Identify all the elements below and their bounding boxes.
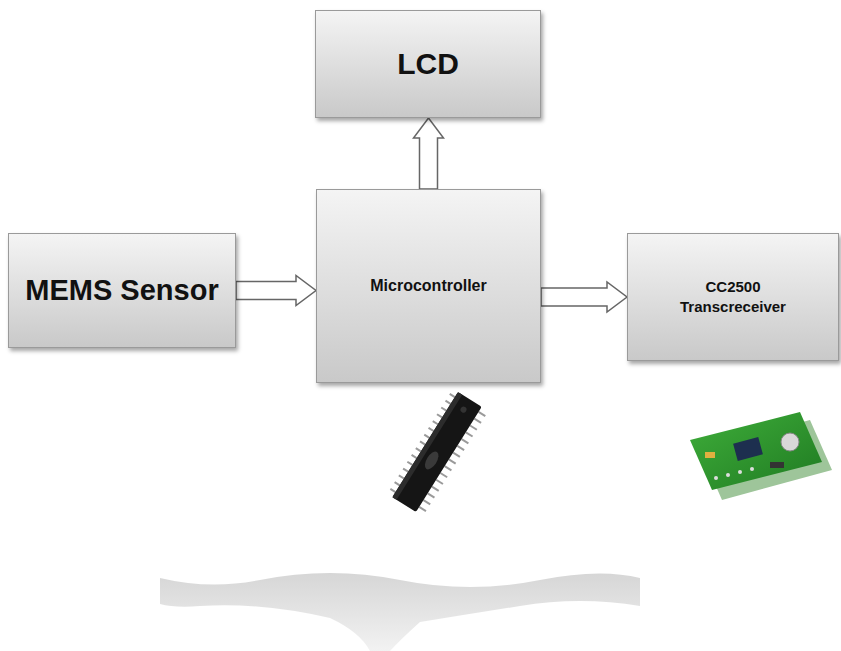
box-label: CC2500 Transcreceiver: [673, 277, 793, 318]
box-label-group: LCD: [397, 44, 459, 85]
box-label-group: Microcontroller: [370, 275, 486, 297]
process-box: Microcontroller: [316, 189, 541, 383]
block-arrow: [541, 282, 627, 312]
process-box: LCD: [315, 10, 541, 118]
block-arrow: [414, 118, 444, 189]
transceiver-module-picture: [690, 412, 832, 500]
process-box: MEMS Sensor: [8, 233, 236, 348]
chip-picture: [387, 389, 488, 516]
box-label: LCD: [397, 44, 459, 85]
block-arrow: [236, 276, 316, 306]
box-label: Microcontroller: [370, 275, 486, 297]
box-label-group: MEMS Sensor: [25, 271, 218, 310]
process-box: CC2500 Transcreceiver: [627, 233, 839, 361]
box-label: MEMS Sensor: [25, 271, 218, 310]
wavy-band: [160, 573, 640, 651]
box-label-group: CC2500 Transcreceiver: [673, 277, 793, 318]
